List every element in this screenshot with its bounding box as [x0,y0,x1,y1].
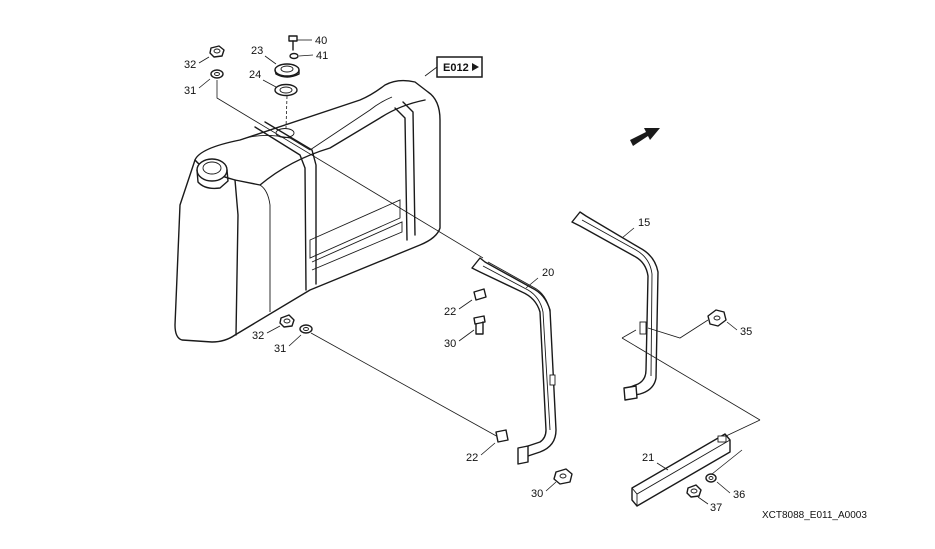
bolt-40 [288,35,298,42]
callout-35: 35 [740,326,752,338]
callout-21: 21 [642,452,654,464]
clip-bolt-lower [495,429,573,485]
callout-36: 36 [733,489,745,501]
callout-30-upper: 30 [444,338,456,350]
nut-32-top [209,45,225,58]
callout-15: 15 [638,217,650,229]
play-triangle-icon [472,63,479,71]
nut-37 [686,484,702,498]
callout-32-top: 32 [184,59,196,71]
callouts: 40 41 23 24 32 31 32 31 15 20 22 30 35 2… [184,35,752,514]
washer-31-bottom [299,324,313,334]
direction-arrow-icon [630,128,660,146]
washer-36 [705,473,717,483]
washer-31-top [210,69,224,79]
drawing-code: XCT8088_E011_A0003 [762,510,867,521]
sender-fittings [274,35,300,129]
nut-washer-bottom [279,314,501,439]
clip-22-upper [473,288,487,301]
nut-washer-top [209,45,484,259]
washer-41 [289,52,299,60]
callout-22-upper: 22 [444,306,456,318]
clip-22-lower [495,429,509,443]
bolt-30-lower [553,468,573,485]
bar-21 [631,433,731,507]
bolt-35 [647,309,727,339]
callout-31-top: 31 [184,85,196,97]
washer-nut-bar [686,473,717,498]
callout-31-bottom: 31 [274,343,286,355]
callout-37: 37 [710,502,722,514]
callout-24: 24 [249,69,261,81]
reference-e012[interactable]: E012 [424,56,483,78]
nut-32-bottom [279,314,295,328]
ring-24 [274,83,298,97]
callout-22-lower: 22 [466,452,478,464]
assembly-lines [621,329,761,475]
fuel-tank [174,79,441,343]
callout-20: 20 [542,267,554,279]
clip-bolt-upper [473,288,487,335]
callout-40: 40 [315,35,327,47]
strap-15 [571,211,659,401]
strap-20 [471,257,557,465]
callout-23: 23 [251,45,263,57]
callout-32-bottom: 32 [252,330,264,342]
callout-30-lower: 30 [531,488,543,500]
bolt-30-upper-head [473,315,486,325]
reference-label: E012 [443,62,469,74]
callout-41: 41 [316,50,328,62]
